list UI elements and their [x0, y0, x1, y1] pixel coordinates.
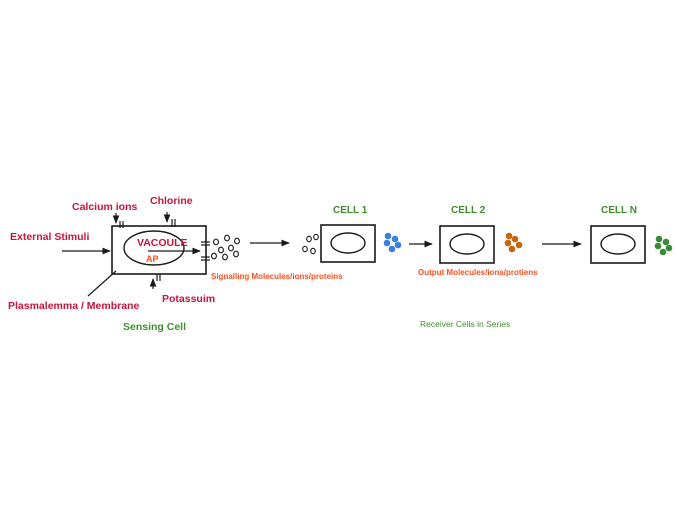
vacuole-label: VACOULE: [137, 237, 188, 249]
cell-2: [439, 225, 495, 264]
cell-n-output-molecules: [654, 235, 673, 256]
calcium-ions-label: Calcium ions: [72, 201, 138, 213]
ap-label: AP: [146, 254, 159, 264]
potassium-label: Potassuim: [162, 293, 215, 305]
cell-n-label: CELL N: [601, 205, 637, 216]
cell-2-output-molecules: [504, 232, 523, 253]
cell-1: [320, 224, 376, 263]
sensing-cell-label: Sensing Cell: [123, 321, 186, 333]
plasmalemma-pointer: [87, 270, 117, 297]
external-stimuli-label: External Stimuli: [10, 231, 89, 243]
calcium-channel: [112, 213, 124, 228]
cell-1-incoming-molecules: [302, 233, 319, 255]
potassium-channel: [149, 274, 161, 289]
cell-1-output-molecules: [383, 232, 402, 253]
output-molecules-label: Output Molecules/ions/protiens: [418, 268, 538, 277]
signalling-molecules-label: Signalling Molecules/ions/proteins: [211, 272, 343, 281]
right-membrane-channels: [201, 241, 210, 261]
chlorine-label: Chlorine: [150, 195, 193, 207]
signalling-molecules: [211, 234, 240, 261]
receiver-cells-label: Receiver Cells in Series: [420, 319, 510, 329]
chlorine-channel: [163, 212, 176, 227]
cell-1-label: CELL 1: [333, 205, 368, 216]
plasmalemma-label: Plasmalemma / Membrane: [8, 300, 139, 312]
cell-2-label: CELL 2: [451, 205, 486, 216]
cell-n: [590, 225, 646, 264]
vacuole: [123, 230, 185, 266]
sensing-cell: VACOULE AP: [111, 212, 210, 289]
